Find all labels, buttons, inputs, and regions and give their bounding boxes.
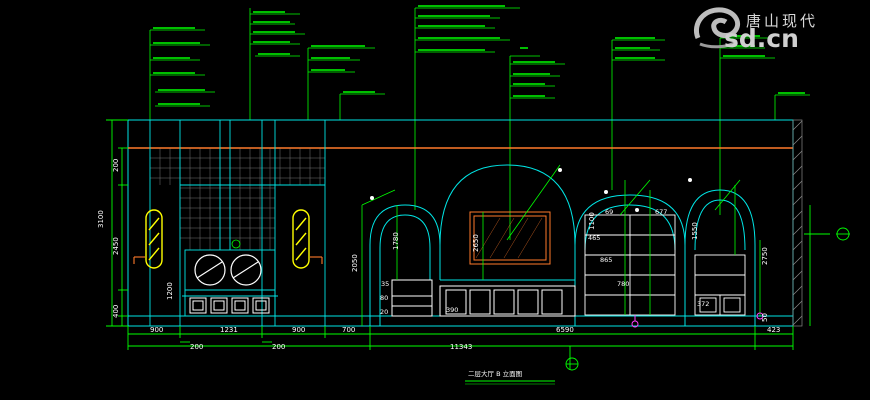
dim-bottom-1: 900 <box>150 326 163 334</box>
cabinet-label-5: 372 <box>697 300 709 308</box>
dim-left-1: 3100 <box>97 210 105 228</box>
dim-total: 11343 <box>450 343 472 351</box>
right-shelving <box>584 214 746 316</box>
watermark-logo-icon <box>694 7 740 49</box>
dim-left-5: 400 <box>112 305 120 318</box>
watermark-chinese: 唐山现代 <box>746 12 819 30</box>
center-panel-hatch <box>475 217 543 259</box>
bottom-dim-lines <box>127 326 794 370</box>
dim-sub-2: 200 <box>272 343 285 351</box>
mirror-top-circle <box>231 239 241 249</box>
dim-right-2: 50 <box>761 313 769 322</box>
vanity-drawers <box>189 297 270 314</box>
lamp-brackets <box>133 256 323 264</box>
dim-sub-1: 200 <box>190 343 203 351</box>
arch-label-2: 1780 <box>392 232 400 250</box>
center-cabinets <box>391 279 576 317</box>
level-markers <box>631 312 764 328</box>
cabinet-label-3: 780 <box>617 280 629 288</box>
dim-bottom-6: 423 <box>767 326 780 334</box>
dim-left-4: 1200 <box>166 282 174 300</box>
cabinet-label-8: 35 <box>381 280 389 288</box>
dim-bottom-5: 6590 <box>556 326 574 334</box>
cabinet-label-2: 865 <box>600 256 612 264</box>
arches <box>369 164 756 326</box>
cabinet-label-1: 465 <box>588 234 600 242</box>
dim-left-2: 2450 <box>112 237 120 255</box>
site-watermark: 唐山现代 sd.cn <box>690 4 865 54</box>
center-panel <box>469 211 551 265</box>
arch-label-5: 1100 <box>588 212 596 230</box>
arch-label-3: 1550 <box>691 222 699 240</box>
arch-label-1: 2050 <box>351 254 359 272</box>
inner-dims <box>361 164 761 326</box>
dim-right-1: 2750 <box>761 247 769 265</box>
dim-bottom-4: 700 <box>342 326 355 334</box>
dim-bottom-3: 900 <box>292 326 305 334</box>
wall-panels <box>149 120 326 326</box>
wall-hatch <box>792 119 803 327</box>
round-mirrors <box>194 254 262 286</box>
drawing-caption: 二层大厅 B 立面图 <box>468 369 522 378</box>
cabinet-label-9: 677 <box>655 208 667 216</box>
cabinet-label-7: 20 <box>380 308 388 316</box>
cabinet-label-10: 69 <box>605 208 613 216</box>
annotation-dots <box>370 168 692 212</box>
dim-left-3: 200 <box>112 159 120 172</box>
dim-bottom-2: 1231 <box>220 326 238 334</box>
cabinet-label-6: 80 <box>380 294 388 302</box>
leader-lines <box>149 7 810 240</box>
left-dim-lines <box>106 119 128 327</box>
cabinet-label-4: 390 <box>446 306 458 314</box>
tile-grid <box>150 148 325 250</box>
watermark-domain: sd.cn <box>724 24 799 53</box>
right-dim-lines <box>565 205 850 371</box>
arch-label-4: 2650 <box>472 234 480 252</box>
wall-lamps <box>145 209 310 269</box>
